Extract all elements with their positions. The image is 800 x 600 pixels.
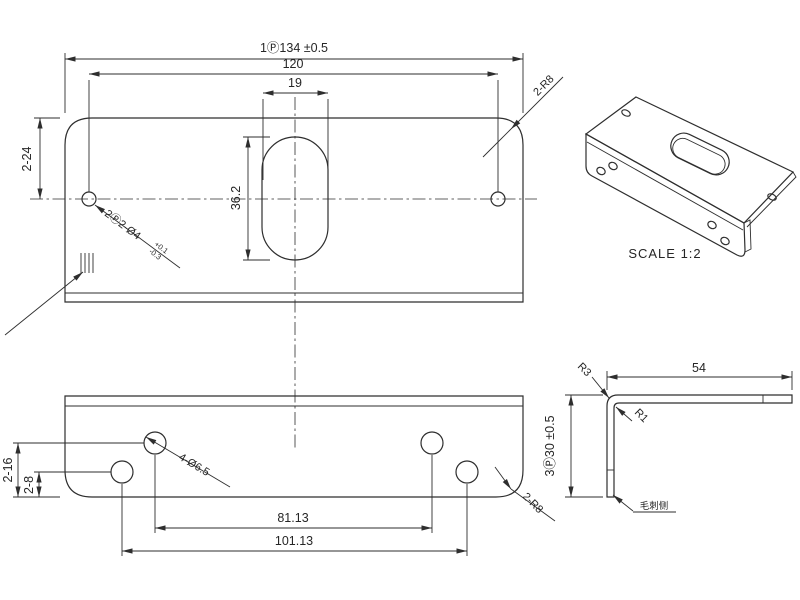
hole-upper-right — [420, 431, 444, 455]
corner-radius-note-bottom: 2-R8 — [520, 491, 545, 516]
iso-top-hole-right — [767, 193, 777, 201]
hole-lower-left — [110, 460, 134, 484]
top-view: 1Ⓟ134 ±0.5 120 19 2-24 36.2 2Ⓟ2-Ø4 +0.1 … — [4, 41, 564, 450]
dim-slot-width: 19 — [288, 76, 302, 90]
iso-slot — [670, 132, 730, 176]
slot-outline — [261, 136, 329, 261]
dim-hole-height-outer: 2-16 — [1, 457, 15, 482]
burr-hatch-mark — [80, 253, 94, 273]
hole-lower-right — [455, 460, 479, 484]
hole-upper-left — [143, 431, 167, 455]
dim-holes-span: 120 — [283, 57, 304, 71]
dim-height: 3Ⓟ30 ±0.5 — [543, 415, 557, 476]
side-view: 54 3Ⓟ30 ±0.5 R3 R1 毛刺侧 — [543, 361, 793, 513]
corner-radius-note: 2-R8 — [531, 73, 556, 98]
iso-front-hole-4 — [720, 236, 730, 246]
top-view-outline — [64, 117, 524, 303]
dim-span-inner: 81.13 — [277, 511, 308, 525]
iso-right-end-thickness — [743, 219, 752, 253]
iso-right-edge — [746, 171, 797, 228]
leader-bend-radius-inner — [615, 406, 633, 422]
bend-radius-inner-note: R1 — [632, 407, 650, 425]
iso-front-hole-3 — [707, 220, 717, 230]
leader-corner-radius — [510, 76, 564, 130]
iso-top-face — [584, 96, 795, 224]
leader-hole-callout-bottom — [145, 436, 231, 488]
hole-callout-bottom: 4-Ø6.5 — [176, 451, 211, 479]
bend-radius-outer-note: R3 — [575, 361, 593, 379]
leader-burr-note — [612, 494, 634, 512]
iso-top-hole-left — [621, 109, 631, 117]
leader-corner-radius-bottom-tail — [510, 488, 556, 522]
leader-bend-radius-outer — [591, 376, 610, 399]
iso-view: SCALE 1:2 — [584, 96, 797, 261]
dim-overall-width: 1Ⓟ134 ±0.5 — [260, 41, 328, 55]
iso-front-hole-2 — [608, 161, 618, 171]
dim-edge-offset: 2-24 — [20, 146, 34, 171]
burr-note: 毛刺侧 — [640, 500, 669, 512]
bottom-view: 2-16 2-8 81.13 101.13 4-Ø6.5 2-R8 — [1, 395, 556, 556]
iso-front-hole-1 — [596, 166, 606, 176]
iso-bend-line — [586, 141, 744, 231]
iso-front-face — [585, 132, 746, 257]
dim-span-outer: 101.13 — [275, 534, 313, 548]
leader-burr-mark — [4, 271, 84, 336]
hole-callout: 2Ⓟ2-Ø4 — [102, 207, 143, 242]
dim-hole-height-inner: 2-8 — [22, 476, 36, 494]
dim-depth: 54 — [692, 361, 706, 375]
side-view-profile — [606, 394, 793, 498]
leader-corner-radius-tail — [482, 128, 512, 158]
bottom-view-outline — [64, 395, 524, 498]
scale-label: SCALE 1:2 — [628, 246, 701, 261]
leader-corner-radius-bottom — [494, 466, 512, 490]
leader-hole-callout — [94, 204, 181, 269]
dim-slot-length: 36.2 — [229, 186, 243, 210]
